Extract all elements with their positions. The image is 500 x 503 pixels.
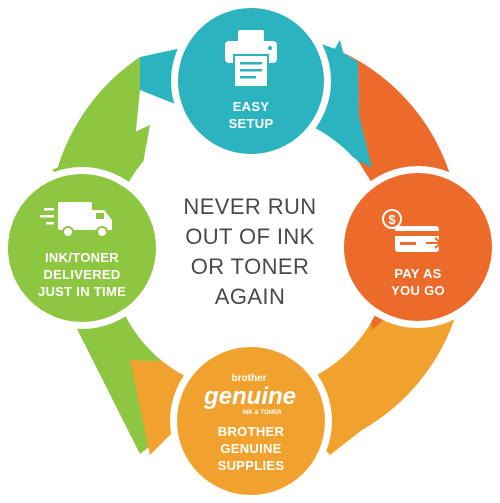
center-line-3: OR TONER bbox=[191, 254, 310, 279]
node-left bbox=[1, 167, 163, 329]
center-line-2: OUT OF INK bbox=[185, 224, 315, 249]
svg-text:$: $ bbox=[388, 212, 396, 227]
ring-hole bbox=[110, 112, 390, 392]
node-top-line2: SETUP bbox=[229, 116, 274, 131]
node-bottom-line3: SUPPLIES bbox=[218, 458, 285, 473]
node-left-line2: DELIVERED bbox=[43, 267, 120, 282]
delivery-truck-icon bbox=[40, 202, 112, 238]
node-left-line1: INK/TONER bbox=[45, 250, 119, 265]
credit-card-dollar-icon: $ bbox=[382, 209, 443, 252]
node-bottom bbox=[170, 340, 332, 502]
printer-icon bbox=[225, 30, 277, 88]
node-right-line1: PAY AS bbox=[394, 266, 441, 281]
logo-top: brother bbox=[232, 373, 267, 384]
arrow-head-teal bbox=[290, 40, 372, 168]
center-line-4: AGAIN bbox=[215, 284, 285, 309]
node-left-line3: JUST IN TIME bbox=[38, 284, 126, 299]
logo-main: genuine bbox=[203, 383, 296, 410]
node-bottom-line1: BROTHER bbox=[218, 424, 285, 439]
node-right-line2: YOU GO bbox=[391, 283, 445, 298]
brother-genuine-logo: brother genuine INK & TONER bbox=[203, 373, 296, 416]
center-line-1: NEVER RUN bbox=[183, 194, 316, 219]
node-bottom-line2: GENUINE bbox=[220, 441, 281, 456]
logo-sub: INK & TONER bbox=[243, 410, 283, 416]
node-top-line1: EASY bbox=[233, 99, 270, 114]
